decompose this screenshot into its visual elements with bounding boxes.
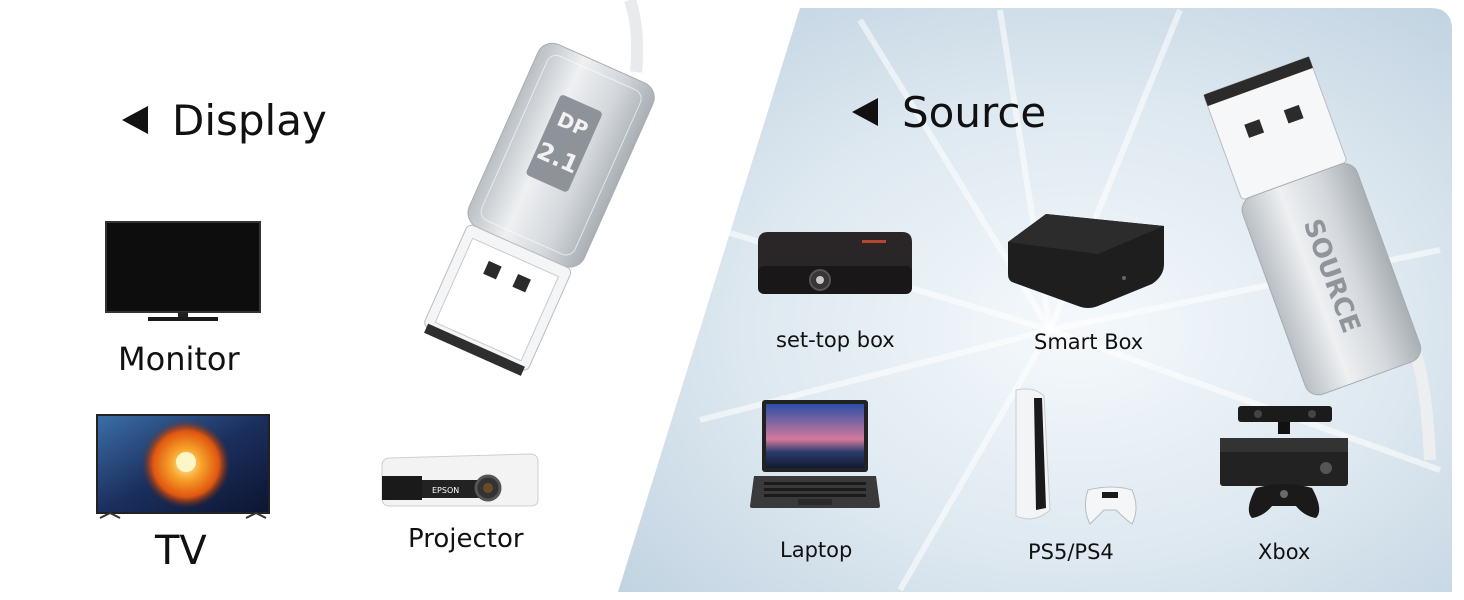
xbox-icon <box>1220 406 1348 518</box>
dp-connector-display-end: DP 2.1 <box>424 0 655 376</box>
settop-box-label: set-top box <box>776 328 895 352</box>
monitor-label: Monitor <box>118 340 240 378</box>
display-heading-text: Display <box>172 95 327 145</box>
playstation-icon <box>1015 388 1137 525</box>
projector-label: Projector <box>408 524 524 554</box>
smart-box-label: Smart Box <box>1034 330 1144 354</box>
xbox-label: Xbox <box>1258 540 1311 564</box>
left-arrow-icon <box>852 98 878 126</box>
source-heading-text: Source <box>902 87 1047 137</box>
laptop-icon <box>750 400 880 508</box>
dp-badge <box>526 95 602 192</box>
display-heading: Display <box>122 94 327 146</box>
monitor-icon <box>105 221 261 321</box>
tv-label: TV <box>155 528 207 574</box>
tv-icon <box>96 414 270 519</box>
smart-box-icon <box>1008 214 1164 308</box>
settop-box-icon <box>758 232 912 294</box>
dp-connector-source-end: SOURCE <box>1203 56 1436 460</box>
playstation-label: PS5/PS4 <box>1028 540 1114 564</box>
projector-brand-text: EPSON <box>432 486 459 495</box>
laptop-label: Laptop <box>780 538 853 562</box>
left-arrow-icon <box>122 106 148 134</box>
source-heading: Source <box>852 86 1046 138</box>
projector-icon: EPSON <box>381 453 539 507</box>
